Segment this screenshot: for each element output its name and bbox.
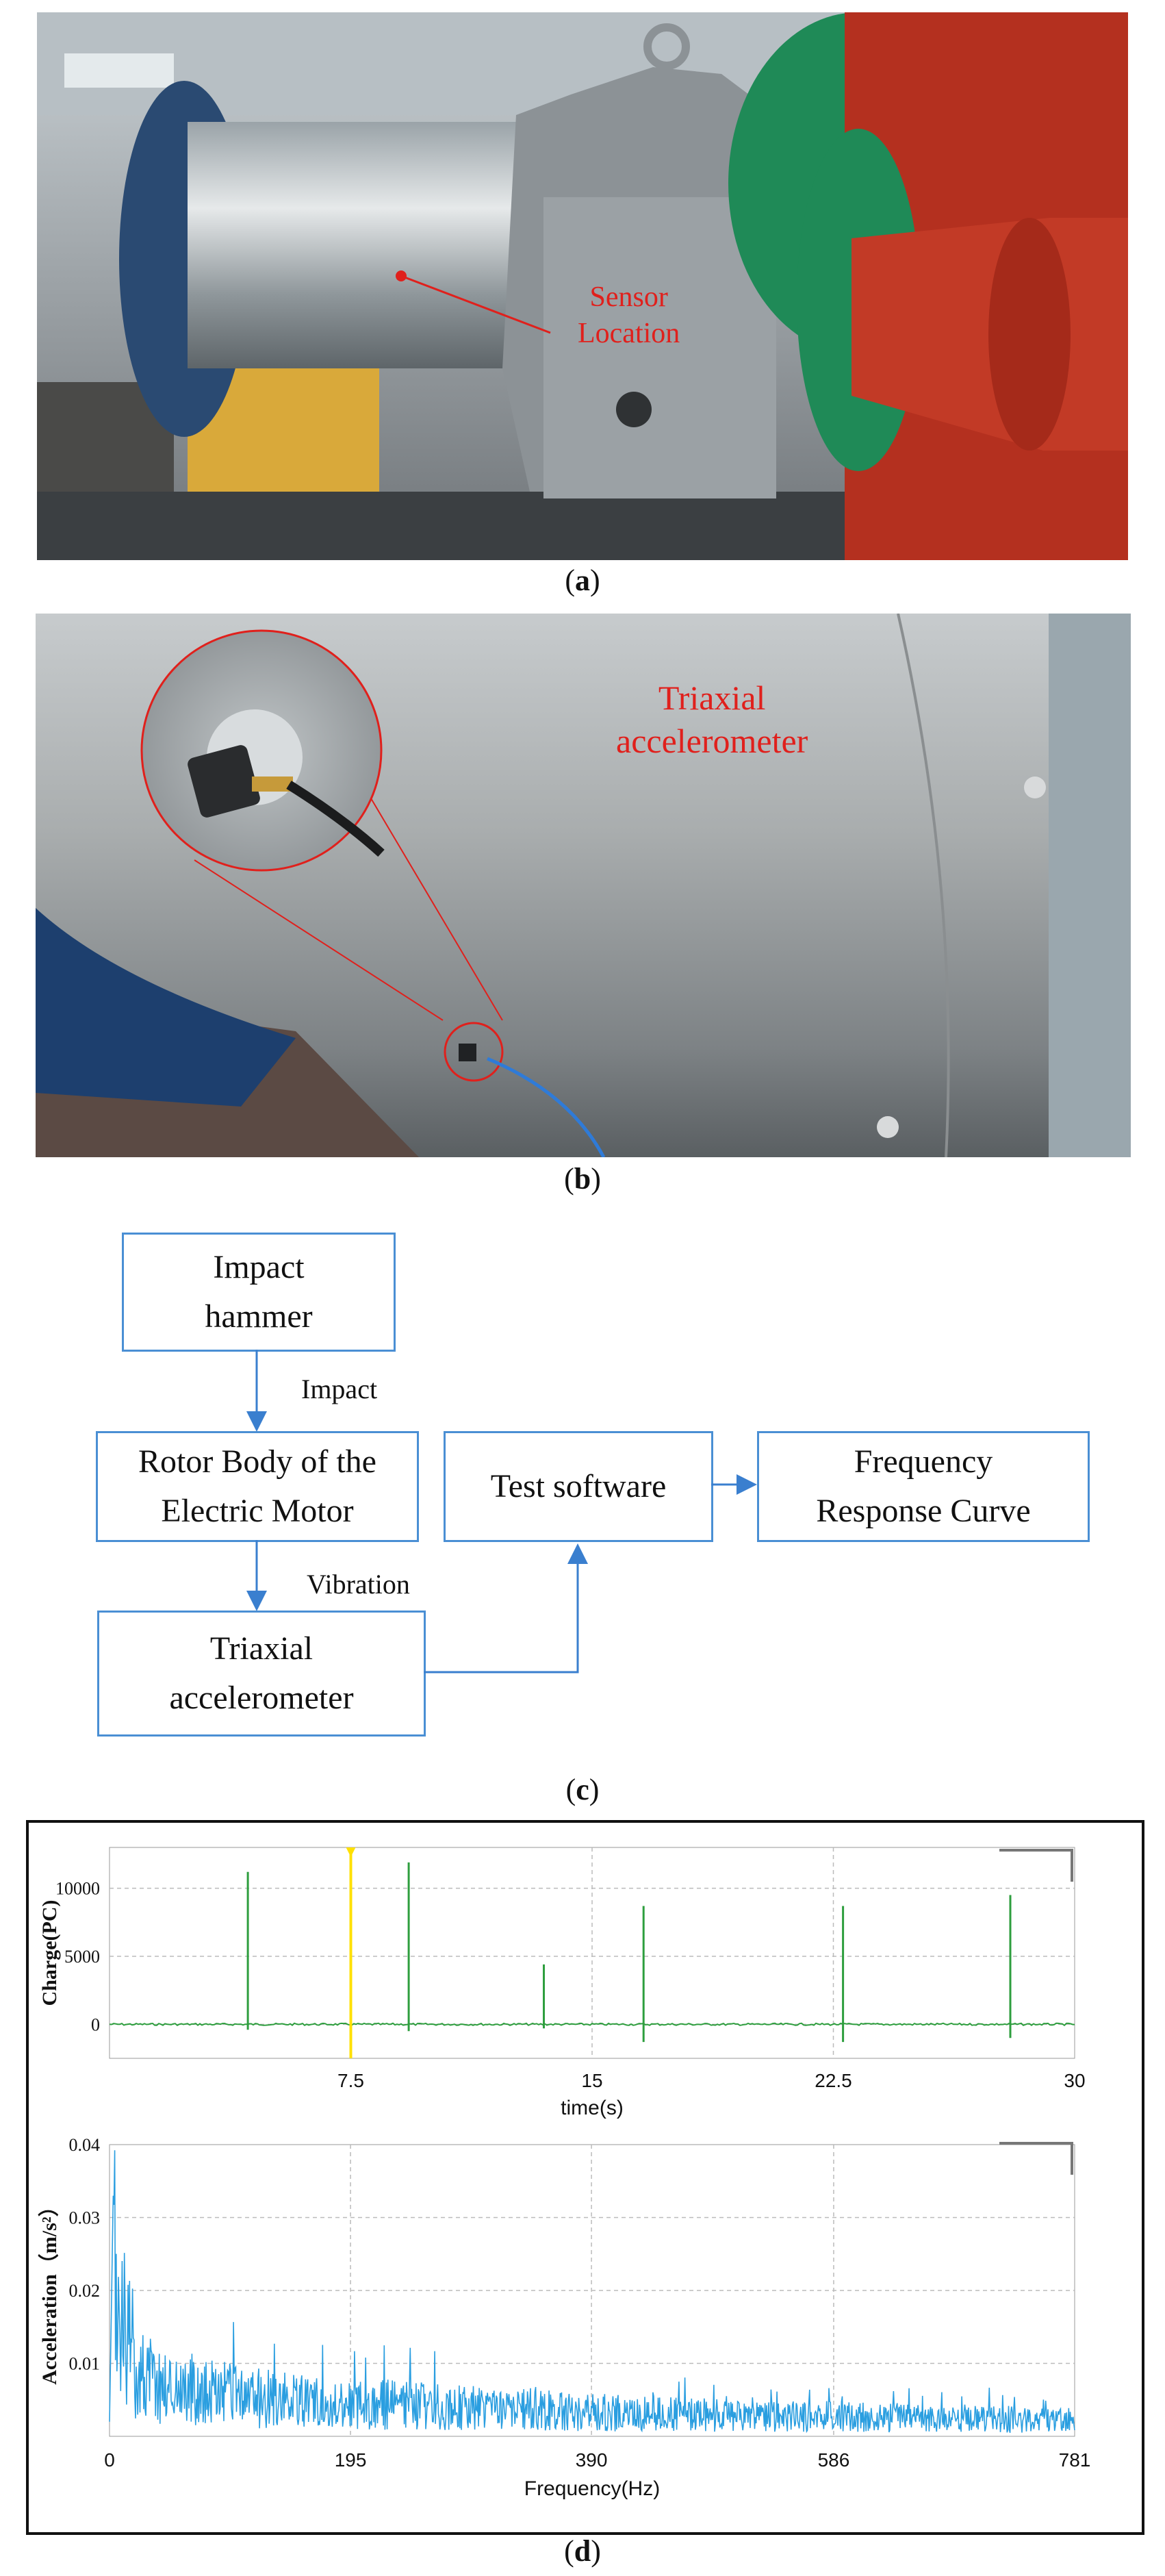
sensor-label-line-2: Location — [578, 317, 680, 349]
charge-x-tick-3: 30 — [1064, 2070, 1085, 2091]
triaxial-label-line-1: Triaxial — [658, 679, 766, 717]
charge-y-title: Charge(PC) — [38, 1900, 61, 2006]
sensor-location-label: Sensor Location — [578, 279, 680, 351]
vibration-label: Vibration — [307, 1569, 410, 1600]
sensor-label-line-1: Sensor — [589, 281, 668, 313]
triaxial-label-line-2: accelerometer — [616, 721, 808, 760]
arrow-to-software — [424, 1543, 588, 1674]
accel-y-tick-3: 0.04 — [69, 2135, 101, 2155]
accel-y-tick-0: 0.01 — [69, 2354, 101, 2374]
operator-arm — [36, 908, 296, 1107]
caption-c: (c) — [565, 1773, 600, 1806]
rotor-shaft — [188, 122, 543, 368]
accel-x-tick-3: 586 — [818, 2449, 850, 2471]
photo-panel-b: Triaxial accelerometer — [36, 614, 1131, 1157]
accel-y-tick-2: 0.03 — [69, 2208, 101, 2228]
charge-x-tick-2: 22.5 — [815, 2070, 852, 2091]
flowchart-arrows — [246, 1350, 757, 1674]
accel-x-tick-2: 390 — [576, 2449, 608, 2471]
accel-x-tick-0: 0 — [104, 2449, 115, 2471]
accel-y-tick-1: 0.02 — [69, 2281, 101, 2301]
time-cursor-head — [346, 1847, 356, 1857]
motor-photo — [37, 12, 1128, 560]
accel-y-title: Acceleration（m/s²） — [38, 2196, 61, 2385]
charge-y-tick-1: 5000 — [64, 1947, 100, 1967]
box-test-software: Test software — [444, 1431, 713, 1542]
accelerometer-photo — [36, 614, 1131, 1157]
accel-corner-bracket — [999, 2142, 1073, 2175]
charge-x-tick-1: 15 — [581, 2070, 602, 2091]
accel-spectrum-line — [109, 2150, 1075, 2434]
triaxial-label: Triaxial accelerometer — [616, 677, 808, 762]
sensor-highlight — [444, 1022, 504, 1082]
accel-x-tick-4: 781 — [1059, 2449, 1091, 2471]
charge-y-tick-0: 0 — [91, 2015, 100, 2034]
accel-x-tick-1: 195 — [335, 2449, 367, 2471]
charge-x-title: time(s) — [561, 2097, 624, 2119]
charge-corner-bracket — [999, 1849, 1073, 1882]
caption-d: (d) — [564, 2534, 601, 2568]
accel-x-title: Frequency(Hz) — [524, 2477, 660, 2500]
caption-b: (b) — [564, 1162, 601, 1196]
bearing-housing — [543, 197, 776, 498]
photo-panel-a: Sensor Location — [37, 12, 1128, 560]
chart-frame: 7.5 15 22.5 30 0 5000 10000 time(s) Charge(PC) 0 1… — [26, 1820, 1144, 2535]
caption-a: (a) — [565, 564, 600, 597]
charge-baseline — [109, 2022, 1075, 2027]
impact-label: Impact — [301, 1374, 378, 1404]
charge-y-tick-2: 10000 — [55, 1879, 100, 1899]
charts-svg: 7.5 15 22.5 30 0 5000 10000 time(s) Charge(PC) 0 1… — [38, 1847, 1091, 2500]
charge-x-tick-0: 7.5 — [337, 2070, 364, 2091]
